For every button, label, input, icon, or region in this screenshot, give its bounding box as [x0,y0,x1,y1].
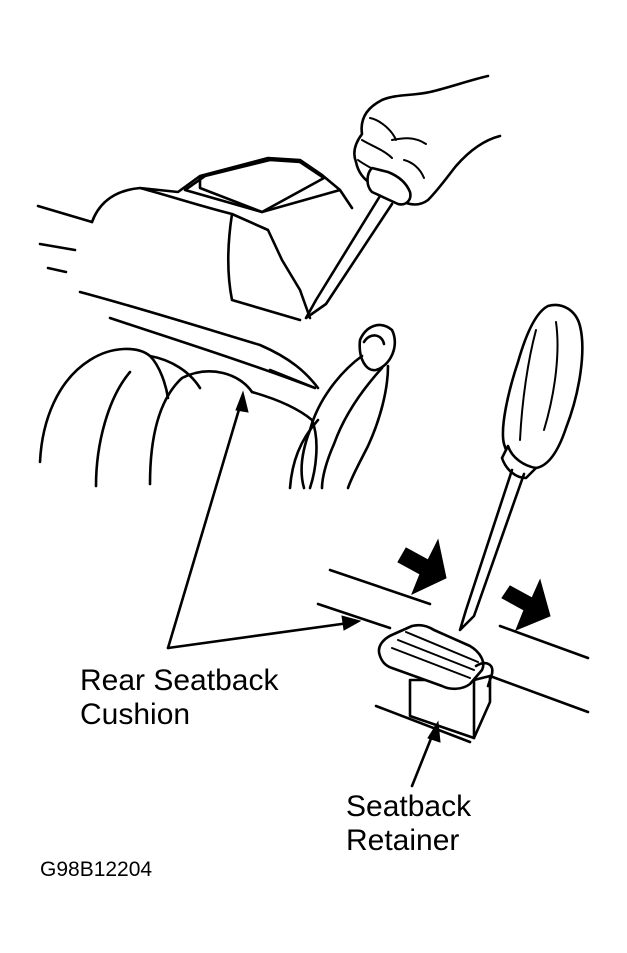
trim-panel [316,568,590,744]
arrow-down-left [397,538,447,595]
seat-panel-right [148,370,254,486]
panel-line [316,602,392,630]
seatback-retainer-label-line1: Seatback [346,790,472,823]
panel-line [488,674,590,714]
panel-line [328,568,432,606]
seatback-top-outline [90,156,354,322]
panel-line [374,704,472,744]
panel-line [498,624,590,660]
belt-guide [358,323,397,372]
leader-arrowhead [341,615,362,631]
screwdriver-lower [458,303,584,632]
seat-panel-seam [148,354,202,390]
figure-code: G98B12204 [40,858,153,881]
seat-edge-line [38,242,77,252]
screwdriver-handle-upper [366,166,412,206]
seat-edge-line [46,266,68,274]
retainer-tab [474,661,494,688]
rear-seatback-cushion-label-line1: Rear Seatback [80,664,279,697]
seat-panel-left [38,347,170,464]
leader-cushion-upper [166,394,245,650]
rear-seatback-cushion-label-line2: Cushion [80,698,191,731]
screwdriver-shaft [458,468,526,632]
hand-finger-lines [357,117,427,179]
seat-side-edge [346,364,390,490]
seat-panel-left-inner [94,370,132,488]
headrest-pad [183,158,326,214]
cushion-edge [108,316,317,390]
belt-guide-inner [362,334,386,346]
screwdriver-ferrule [500,444,538,480]
leader-cushion-lower [166,620,358,650]
retainer-ridges [391,631,479,679]
screwdriver-handle-grooves [519,321,559,441]
seat-edge-line [36,204,94,224]
screwdriver-handle [501,303,584,470]
hand-outline [353,74,490,186]
screwdriver-shaft-upper [304,194,394,320]
seat-panel-curve [288,418,320,490]
seatback-retainer-label-line2: Retainer [346,824,460,857]
arrow-down-right [501,578,551,631]
rear-seatback-illustration [36,156,397,490]
cushion-edge [78,290,320,390]
push-direction-arrows [397,538,551,631]
seatbelt-webbing [320,366,384,490]
hand-with-screwdriver [304,74,502,320]
leader-arrowhead [427,720,441,743]
callout-leaders [166,390,441,788]
leader-arrowhead [235,390,249,413]
seatbelt-webbing [300,354,364,490]
seatback-retainer-clip [377,623,494,740]
